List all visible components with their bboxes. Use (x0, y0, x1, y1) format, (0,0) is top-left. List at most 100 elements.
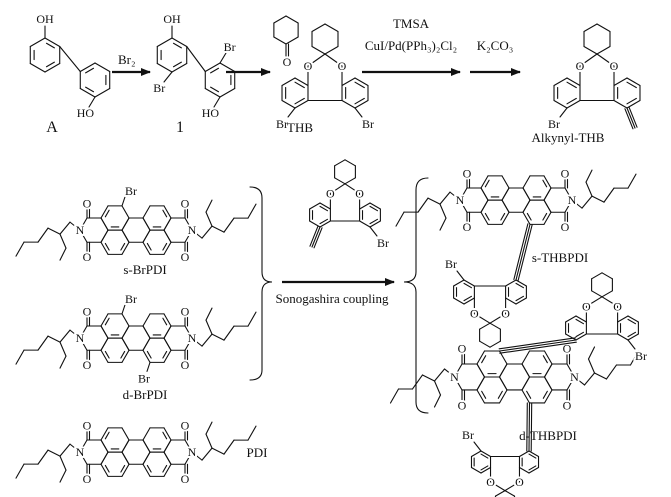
bond (205, 433, 213, 449)
bond (307, 53, 326, 67)
bond (585, 169, 593, 183)
bond (504, 481, 521, 492)
bond (341, 99, 356, 109)
alkyne-linker (498, 337, 577, 354)
bond (163, 451, 172, 465)
bond (476, 363, 486, 378)
bond (142, 205, 151, 219)
bond (521, 363, 531, 378)
bond (205, 307, 213, 321)
bond (142, 229, 151, 243)
reagent-tmsa: TMSA (393, 16, 430, 31)
bond (163, 325, 172, 339)
bond (104, 350, 110, 359)
bond (94, 62, 111, 73)
bond (45, 42, 55, 49)
bromine-atom: Br (635, 349, 647, 363)
bond (163, 349, 172, 363)
bond (515, 223, 531, 281)
bond (191, 337, 203, 347)
bond (505, 297, 517, 305)
bond (629, 350, 640, 366)
oxygen-atom: O (181, 196, 190, 210)
bond (121, 217, 130, 231)
bond (247, 203, 257, 219)
bond (489, 313, 507, 324)
bond (626, 97, 637, 105)
bond (522, 187, 531, 201)
bond (94, 87, 111, 98)
bond (480, 450, 492, 458)
bond (421, 374, 436, 382)
bond (186, 45, 206, 73)
bond (542, 179, 548, 188)
bond (479, 322, 491, 330)
bond (79, 439, 88, 453)
oxygen-atom: O (458, 341, 467, 355)
bromine-atom: Br (125, 292, 137, 306)
bond (479, 340, 491, 348)
oxygen-atom: O (463, 220, 472, 234)
bond (281, 99, 296, 109)
bond (453, 363, 463, 378)
reagent-k2co3: K₂CO₃ (477, 38, 514, 53)
bond (69, 443, 81, 453)
bond (369, 218, 379, 225)
bond (287, 107, 296, 118)
oxygen-atom: O (83, 250, 92, 264)
bond (121, 337, 130, 351)
bond (219, 52, 227, 64)
label-pdi: PDI (247, 445, 268, 460)
label-d-thbpdi: d-THBPDI (519, 428, 577, 443)
bond (69, 221, 81, 231)
nitrogen-atom: N (450, 370, 459, 384)
bond (211, 333, 225, 341)
bond (309, 202, 321, 210)
nitrogen-atom: N (570, 370, 579, 384)
bond (309, 225, 319, 247)
bond (162, 431, 168, 440)
bond (205, 319, 213, 335)
bond (163, 313, 172, 327)
bond (566, 77, 581, 87)
bond (313, 227, 323, 249)
bond (29, 37, 46, 48)
bond (499, 341, 577, 354)
bond (528, 402, 531, 452)
bond (273, 36, 287, 45)
bond (617, 315, 629, 323)
bond (505, 279, 517, 287)
bond (354, 81, 365, 89)
bond (184, 337, 193, 351)
bond (543, 199, 552, 213)
bond (515, 297, 527, 305)
bond (142, 439, 151, 453)
bond (273, 15, 287, 24)
bond (500, 212, 506, 221)
bond (575, 333, 587, 341)
bond (498, 363, 508, 378)
bond (596, 53, 615, 67)
bond (515, 279, 527, 287)
bond (565, 315, 577, 323)
bond (100, 313, 109, 327)
bond (223, 217, 235, 233)
bond (476, 350, 486, 365)
bond (369, 226, 378, 237)
bond (601, 290, 613, 298)
bond (571, 199, 583, 209)
bond (201, 447, 213, 461)
bond (566, 363, 576, 378)
bond (449, 191, 461, 201)
bond (121, 325, 130, 339)
bond (100, 241, 109, 255)
bond (146, 464, 152, 473)
bond (142, 349, 151, 363)
bond (543, 211, 552, 225)
bond (624, 108, 634, 130)
